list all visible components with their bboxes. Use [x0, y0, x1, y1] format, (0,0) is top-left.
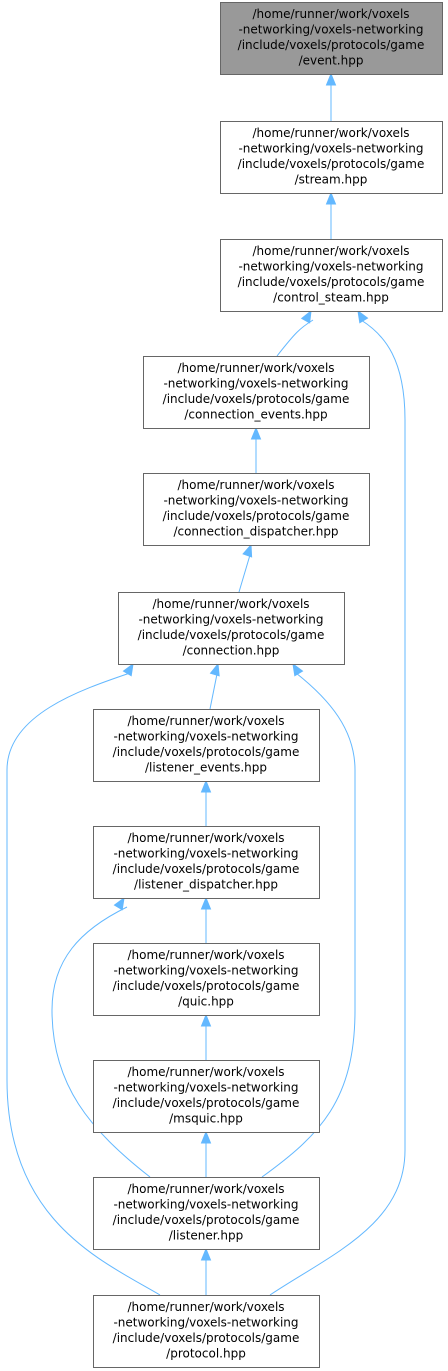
- edge-listener-to-connection: [261, 672, 356, 1178]
- node-label-line: /home/runner/work/voxels: [252, 244, 409, 258]
- node-listener-dispatcher[interactable]: /home/runner/work/voxels -networking/voxe…: [93, 826, 320, 899]
- node-label-line: /home/runner/work/voxels: [252, 7, 409, 21]
- node-label-line: /protocol.hpp: [166, 1347, 246, 1361]
- edge-connection_events-to-control_steam: [276, 319, 314, 357]
- arrowhead-connection_events-to-control_steam: [300, 309, 312, 324]
- node-label-line: -networking/voxels-networking: [163, 377, 348, 391]
- node-label-line: -networking/voxels-networking: [238, 23, 423, 37]
- node-label-line: /control_steam.hpp: [273, 291, 389, 305]
- arrowhead-listener_events-to-connection: [209, 662, 220, 677]
- node-label-line: /listener.hpp: [169, 1229, 244, 1243]
- node-label-line: /home/runner/work/voxels: [127, 714, 284, 728]
- arrowhead-protocol-to-connection: [122, 662, 134, 677]
- node-box[interactable]: [93, 826, 320, 899]
- node-connection-dispatcher[interactable]: /home/runner/work/voxels -networking/voxe…: [143, 473, 370, 546]
- node-label-line: /home/runner/work/voxels: [127, 1065, 284, 1079]
- node-label-line: /home/runner/work/voxels: [152, 597, 309, 611]
- node-connection-events[interactable]: /home/runner/work/voxels -networking/voxe…: [143, 356, 370, 429]
- node-label-line: /include/voxels/protocols/game: [238, 38, 425, 52]
- arrowhead-connection-to-connection_dispatcher: [242, 543, 253, 558]
- node-listener-events[interactable]: /home/runner/work/voxels -networking/voxe…: [93, 709, 320, 782]
- node-label-line: /quic.hpp: [178, 995, 234, 1009]
- node-label-line: /include/voxels/protocols/game: [238, 157, 425, 171]
- node-box[interactable]: [93, 1177, 320, 1250]
- node-label-line: /msquic.hpp: [169, 1112, 243, 1126]
- node-box[interactable]: [93, 1060, 320, 1133]
- node-label-line: -networking/voxels-networking: [113, 1316, 298, 1330]
- node-label-line: -networking/voxels-networking: [163, 494, 348, 508]
- node-event[interactable]: /home/runner/work/voxels -networking/voxe…: [220, 2, 443, 75]
- node-label-line: /include/voxels/protocols/game: [113, 1096, 300, 1110]
- node-control-steam[interactable]: /home/runner/work/voxels -networking/voxe…: [220, 239, 443, 312]
- arrowhead-listener-to-connection: [292, 662, 304, 677]
- node-quic[interactable]: /home/runner/work/voxels -networking/voxe…: [93, 943, 320, 1016]
- edge-connection-to-connection_dispatcher: [238, 554, 251, 593]
- node-label-line: /stream.hpp: [295, 173, 368, 187]
- node-box[interactable]: [143, 356, 370, 429]
- node-listener[interactable]: /home/runner/work/voxels -networking/voxe…: [93, 1177, 320, 1250]
- node-label-line: /connection_events.hpp: [184, 408, 327, 422]
- arrowhead-listener-to-listener_dispatcher: [113, 896, 125, 911]
- node-label-line: /connection_dispatcher.hpp: [173, 525, 338, 539]
- arrowhead-protocol-to-listener: [200, 1247, 212, 1261]
- node-label-line: /include/voxels/protocols/game: [113, 1331, 300, 1345]
- node-label-line: /include/voxels/protocols/game: [238, 275, 425, 289]
- edge-protocol-to-control_steam: [269, 319, 406, 1296]
- node-label-line: /home/runner/work/voxels: [127, 1300, 284, 1314]
- node-box[interactable]: [118, 592, 345, 665]
- arrowhead-connection_dispatcher-to-connection_events: [250, 426, 262, 440]
- node-label-line: /include/voxels/protocols/game: [163, 392, 350, 406]
- node-label-line: /home/runner/work/voxels: [177, 361, 334, 375]
- node-box[interactable]: [220, 121, 443, 194]
- node-label-line: /include/voxels/protocols/game: [113, 745, 300, 759]
- node-label-line: -networking/voxels-networking: [113, 1081, 298, 1095]
- node-label-line: /home/runner/work/voxels: [177, 478, 334, 492]
- node-label-line: /home/runner/work/voxels: [252, 126, 409, 140]
- arrowhead-stream-to-event: [325, 72, 337, 86]
- node-box[interactable]: [220, 239, 443, 312]
- edge-protocol-to-connection: [6, 672, 161, 1296]
- arrowhead-listener_dispatcher-to-listener_events: [200, 779, 212, 793]
- node-label-line: -networking/voxels-networking: [113, 730, 298, 744]
- node-box[interactable]: [93, 943, 320, 1016]
- node-label-line: -networking/voxels-networking: [113, 1198, 298, 1212]
- node-box[interactable]: [93, 1295, 320, 1368]
- node-label-line: /include/voxels/protocols/game: [138, 628, 325, 642]
- arrowhead-protocol-to-control_steam: [357, 309, 369, 324]
- node-label-line: /event.hpp: [299, 54, 364, 68]
- node-label-line: /include/voxels/protocols/game: [113, 979, 300, 993]
- node-label-line: /listener_events.hpp: [145, 761, 267, 775]
- node-label-line: /include/voxels/protocols/game: [113, 1213, 300, 1227]
- node-msquic[interactable]: /home/runner/work/voxels -networking/voxe…: [93, 1060, 320, 1133]
- edge-listener-to-listener_dispatcher: [51, 906, 151, 1178]
- node-label-line: /home/runner/work/voxels: [127, 1182, 284, 1196]
- node-label-line: -networking/voxels-networking: [138, 613, 323, 627]
- node-label-line: /include/voxels/protocols/game: [163, 509, 350, 523]
- arrowhead-listener-to-msquic: [200, 1130, 212, 1144]
- node-label-line: -networking/voxels-networking: [238, 260, 423, 274]
- node-label-line: /listener_dispatcher.hpp: [134, 878, 278, 892]
- node-connection[interactable]: /home/runner/work/voxels -networking/voxe…: [118, 592, 345, 665]
- arrowhead-control_steam-to-stream: [325, 191, 337, 205]
- node-stream[interactable]: /home/runner/work/voxels -networking/voxe…: [220, 121, 443, 194]
- arrowhead-quic-to-listener_dispatcher: [200, 896, 212, 910]
- node-label-line: /connection.hpp: [183, 644, 280, 658]
- node-label-line: /home/runner/work/voxels: [127, 831, 284, 845]
- node-protocol[interactable]: /home/runner/work/voxels -networking/voxe…: [93, 1295, 320, 1368]
- node-label-line: -networking/voxels-networking: [113, 847, 298, 861]
- edge-listener_events-to-connection: [209, 673, 218, 710]
- arrowhead-msquic-to-quic: [200, 1013, 212, 1027]
- node-box[interactable]: [143, 473, 370, 546]
- node-label-line: -networking/voxels-networking: [113, 964, 298, 978]
- node-label-line: -networking/voxels-networking: [238, 142, 423, 156]
- node-box[interactable]: [93, 709, 320, 782]
- node-label-line: /home/runner/work/voxels: [127, 948, 284, 962]
- node-box[interactable]: [220, 2, 443, 75]
- node-label-line: /include/voxels/protocols/game: [113, 862, 300, 876]
